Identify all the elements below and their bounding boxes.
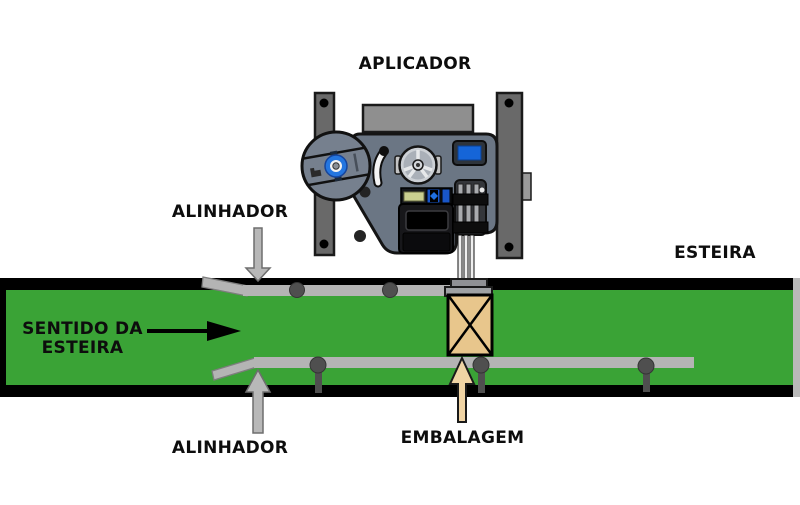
alinhador-top-label: ALINHADOR xyxy=(171,202,289,222)
display-diamond-icon xyxy=(430,192,438,200)
belt-left-cap xyxy=(0,278,6,397)
label-reel xyxy=(300,130,372,202)
bottom-rail-bolt xyxy=(309,356,327,393)
right-post-screw xyxy=(504,242,514,252)
display-panel xyxy=(400,187,453,205)
applicator-rods xyxy=(457,234,475,282)
printer-unit xyxy=(398,203,454,254)
frame-cross-bar xyxy=(361,103,475,134)
embalagem-arrow xyxy=(448,355,476,423)
bottom-rail-bolt xyxy=(472,356,490,393)
left-post-screw xyxy=(319,239,329,249)
package-box xyxy=(446,293,494,357)
aplicador-label: APLICADOR xyxy=(358,54,472,74)
belt-surface xyxy=(0,290,800,385)
right-post-tab xyxy=(521,172,532,201)
conveyor-belt xyxy=(0,278,800,397)
tension-slot xyxy=(372,146,389,188)
belt-bottom-border xyxy=(0,385,800,397)
applicator-pad xyxy=(444,278,493,297)
handwheel xyxy=(394,145,442,185)
bottom-rail-bolt xyxy=(637,357,655,392)
belt-direction-arrow xyxy=(147,321,241,341)
belt-top-border xyxy=(0,278,800,290)
applicator-cylinder xyxy=(452,179,489,282)
esteira-label: ESTEIRA xyxy=(674,243,756,263)
body-screw xyxy=(354,230,366,242)
embalagem-label: EMBALAGEM xyxy=(400,428,525,448)
right-post-screw xyxy=(504,98,514,108)
brand-glyph-icon xyxy=(310,167,322,178)
cylinder-clamp xyxy=(452,221,489,234)
applicator-frame xyxy=(313,91,532,260)
status-screen xyxy=(403,191,425,202)
alinhador-top-arrow xyxy=(244,227,272,283)
cylinder-screw xyxy=(479,187,485,193)
top-rail-bolt xyxy=(382,282,398,298)
right-post xyxy=(495,91,524,260)
alinhador-bottom-arrow xyxy=(244,368,272,434)
bottom-guide-rail xyxy=(211,356,694,393)
belt-right-cap xyxy=(793,278,800,397)
cylinder-clamp xyxy=(452,193,489,206)
reel-side-text xyxy=(353,153,359,172)
sentido-line1: SENTIDO DA xyxy=(22,319,143,339)
sentido-line2: ESTEIRA xyxy=(41,338,124,358)
top-guide-rail xyxy=(201,276,454,298)
left-post-screw xyxy=(319,98,329,108)
sentido-da-esteira-label: SENTIDO DA ESTEIRA xyxy=(15,320,150,358)
top-rail-bolt xyxy=(289,282,305,298)
blue-button xyxy=(452,140,487,166)
alinhador-bottom-label: ALINHADOR xyxy=(171,438,289,458)
top-rail-bar xyxy=(243,285,454,296)
